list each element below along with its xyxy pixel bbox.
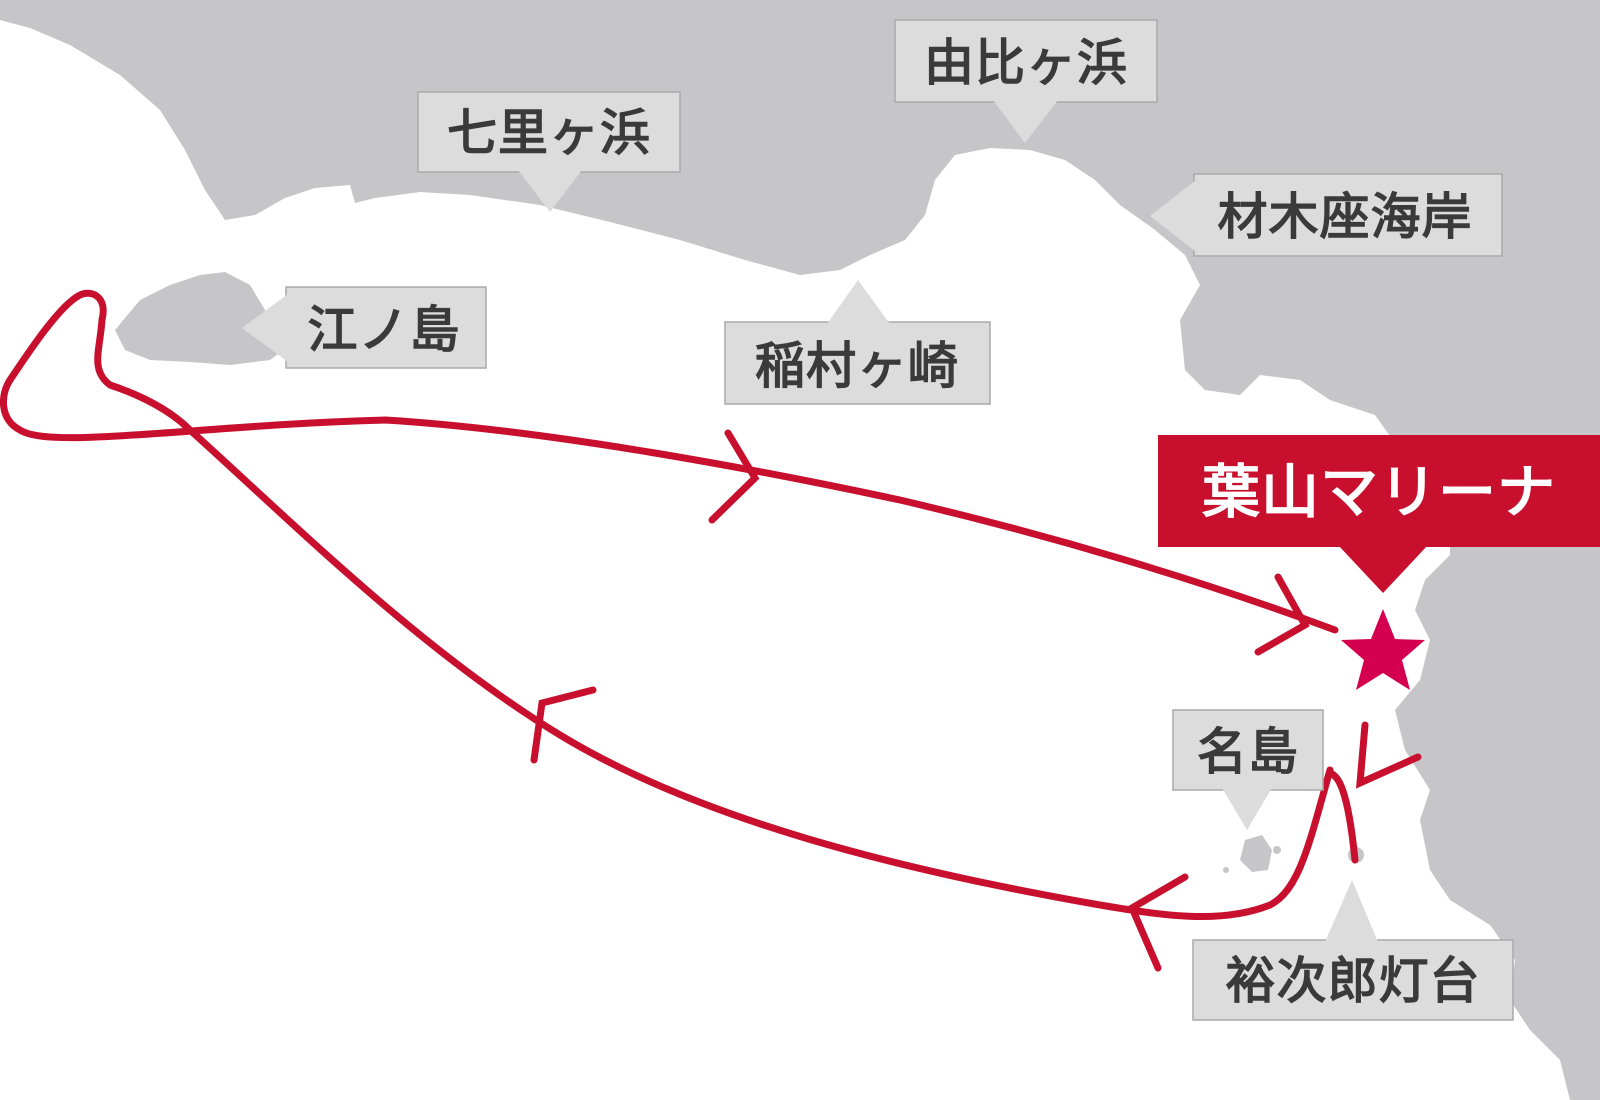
destination-label: 葉山マリーナ: [1201, 458, 1556, 526]
label-najima: 名島: [1172, 709, 1324, 830]
land-najima: [1240, 835, 1272, 872]
route-path-outbound: [0, 289, 1359, 921]
route-arrow-icon: [530, 686, 597, 764]
star-icon: [1341, 609, 1425, 690]
label-yuigahama-text: 由比ヶ浜: [924, 34, 1128, 92]
route-arrow-icon: [1254, 573, 1310, 656]
land-najima-rock: [1273, 846, 1281, 854]
label-zaimokuza: 材木座海岸: [1150, 173, 1503, 257]
land-najima-rock: [1223, 867, 1229, 873]
destination-callout: 葉山マリーナ: [1158, 435, 1600, 593]
label-enoshima: 江ノ島: [242, 286, 487, 369]
label-yuigahama: 由比ヶ浜: [894, 19, 1158, 143]
route-arrow-icon: [708, 429, 760, 524]
label-enoshima-text: 江ノ島: [308, 301, 461, 359]
route-arrow-icon: [1356, 721, 1422, 789]
label-shichirigahama: 七里ヶ浜: [417, 91, 681, 212]
label-inamuragasaki-text: 稲村ヶ崎: [755, 337, 959, 395]
label-inamuragasaki: 稲村ヶ崎: [724, 280, 991, 405]
route-arrow-icon: [1127, 873, 1189, 972]
land-enoshima: [115, 272, 290, 365]
label-yujiro-lighthouse: 裕次郎灯台: [1192, 880, 1514, 1021]
label-yujiro-lighthouse-text: 裕次郎灯台: [1226, 952, 1481, 1010]
label-shichirigahama-text: 七里ヶ浜: [447, 104, 651, 162]
route: [0, 289, 1359, 921]
label-zaimokuza-text: 材木座海岸: [1218, 188, 1473, 246]
label-najima-text: 名島: [1197, 723, 1299, 781]
route-arrows: [530, 429, 1422, 972]
